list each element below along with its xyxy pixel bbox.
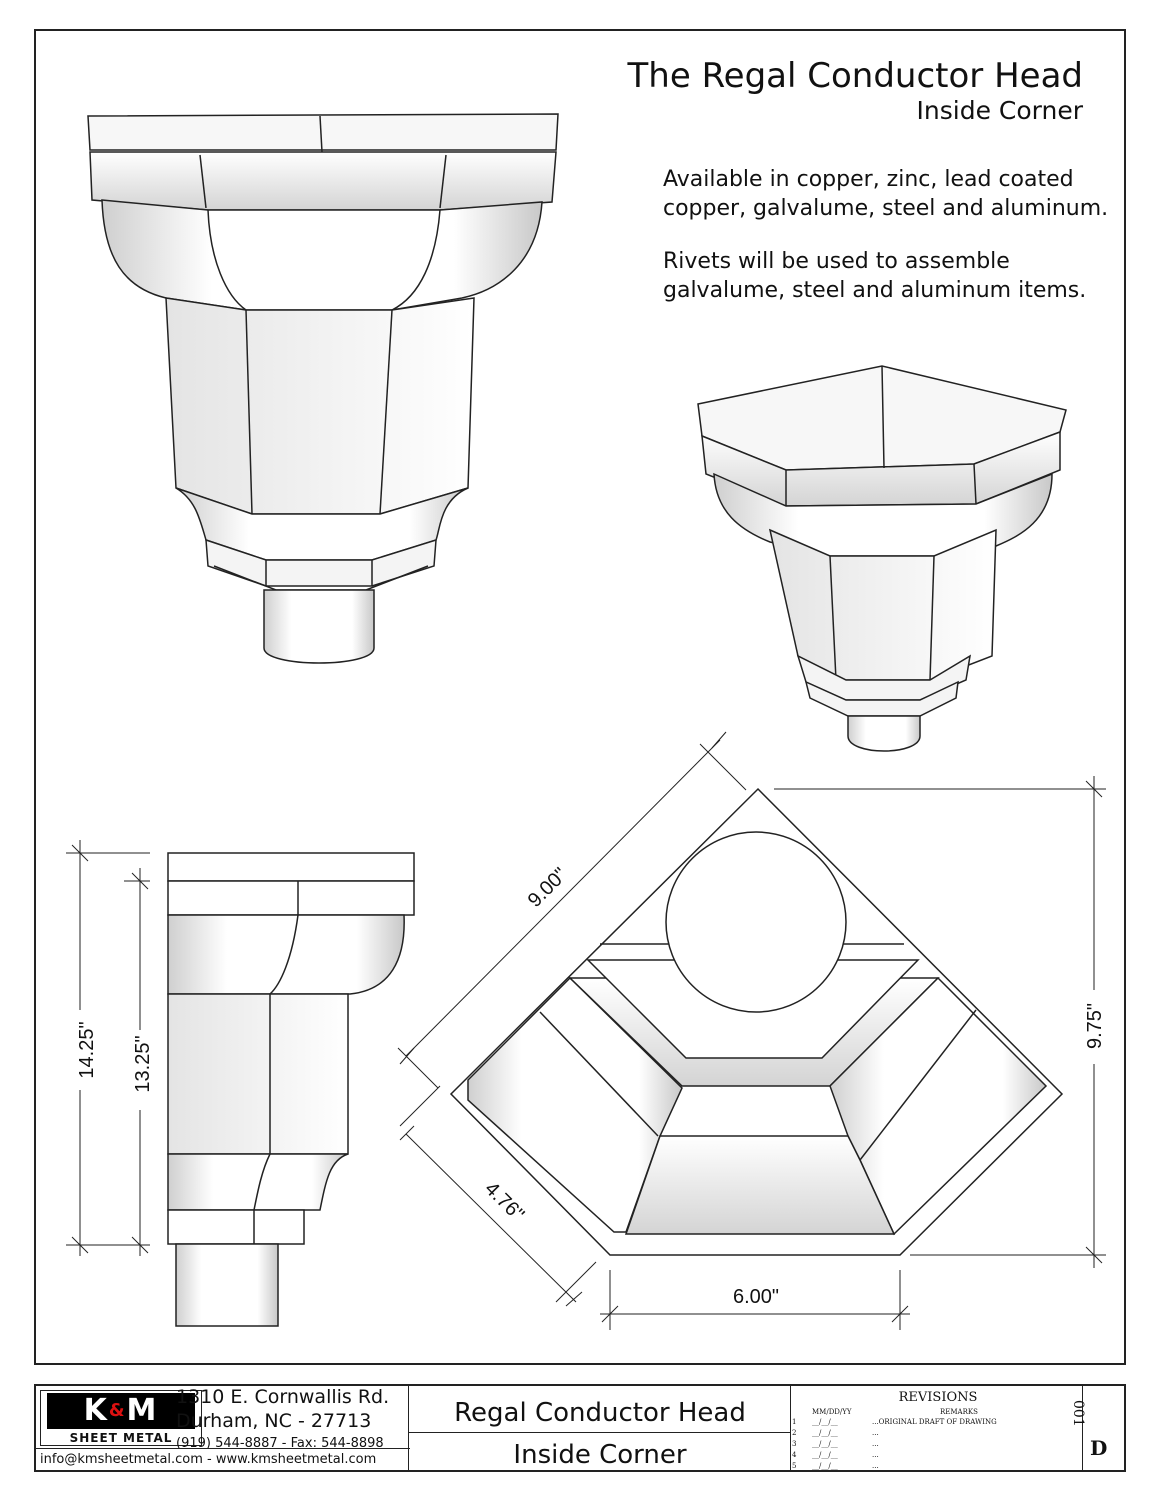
- side-elevation-view: [167, 852, 415, 1327]
- revision-row: 1 __/__/__ ...ORIGINAL DRAFT OF DRAWING: [792, 1418, 997, 1426]
- technical-drawing: 14.25" 13.25" 9.00" 4.76: [66, 113, 1106, 1330]
- dim-diagonal-side: 9.00": [524, 864, 572, 912]
- perspective-view-large: [87, 113, 559, 664]
- note-line-4: galvalume, steel and aluminum items.: [663, 278, 1087, 303]
- drawing-subtitle: Inside Corner: [916, 96, 1083, 125]
- company-logo: K&M SHEET METAL: [40, 1390, 202, 1446]
- address-line-1: 1310 E. Cornwallis Rd.: [176, 1386, 390, 1408]
- perspective-view-small: [697, 365, 1067, 752]
- revision-row: 5 __/__/__ ...: [792, 1462, 879, 1470]
- dim-bottom-width: 6.00": [733, 1286, 779, 1308]
- note-line-2: copper, galvalume, steel and aluminum.: [663, 196, 1109, 221]
- dim-depth: 9.75": [1084, 1003, 1106, 1049]
- phone-fax: (919) 544-8887 - Fax: 544-8898: [176, 1436, 384, 1451]
- product-name: Regal Conductor Head: [454, 1398, 746, 1428]
- plan-view: [449, 787, 1064, 1256]
- drawing-sheet: [34, 29, 1126, 1365]
- sheet-number: 001: [1070, 1400, 1086, 1427]
- dim-height-overall: 14.25": [76, 1021, 98, 1078]
- note-line-1: Available in copper, zinc, lead coated: [663, 167, 1074, 192]
- drawing-title: The Regal Conductor Head: [627, 56, 1083, 96]
- title-block: K&M SHEET METAL 1310 E. Cornwallis Rd. D…: [34, 1384, 1126, 1472]
- sheet-letter: D: [1090, 1436, 1108, 1460]
- revisions-title: REVISIONS: [898, 1390, 978, 1405]
- dim-height-body: 13.25": [132, 1035, 154, 1092]
- note-line-3: Rivets will be used to assemble: [663, 249, 1010, 274]
- revision-row: 2 __/__/__ ...: [792, 1429, 879, 1437]
- product-variant: Inside Corner: [513, 1440, 687, 1470]
- revision-row: 4 __/__/__ ...: [792, 1451, 879, 1459]
- dim-short-side: 4.76": [480, 1178, 528, 1226]
- revision-row: 3 __/__/__ ...: [792, 1440, 879, 1448]
- contact-line: info@kmsheetmetal.com - www.kmsheetmetal…: [40, 1452, 377, 1467]
- address-line-2: Durham, NC - 27713: [176, 1410, 372, 1432]
